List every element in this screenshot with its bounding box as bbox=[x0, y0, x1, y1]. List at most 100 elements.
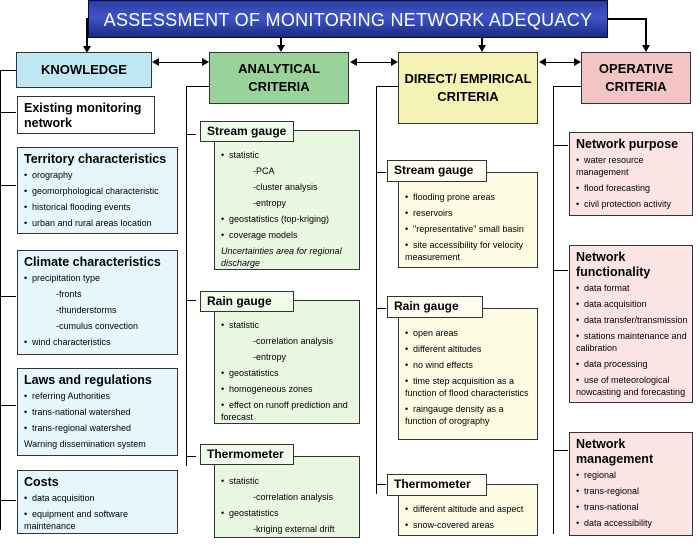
laws-title: Laws and regulations bbox=[24, 373, 152, 387]
analytical-stream-title: Stream gauge bbox=[200, 121, 294, 142]
list-item: •regional bbox=[576, 470, 617, 480]
operative-criteria-header: OPERATIVE CRITERIA bbox=[581, 52, 691, 104]
list-item: •civil protection activity bbox=[576, 199, 672, 209]
purpose-list: •water resource management •flood foreca… bbox=[570, 154, 692, 210]
list-item: •data acquisition bbox=[24, 493, 95, 503]
list-item: -entropy bbox=[253, 198, 287, 208]
list-item: •trans-regional watershed bbox=[24, 423, 132, 433]
costs-list: •data acquisition •equipment and softwar… bbox=[18, 492, 177, 532]
list-item: •water resource management bbox=[576, 155, 644, 177]
list-item: •data transfer/transmission bbox=[576, 315, 688, 325]
direct-empirical-criteria-header: DIRECT/ EMPIRICAL CRITERIA bbox=[398, 52, 538, 124]
management-list: •regional •trans-regional •trans-nationa… bbox=[570, 469, 692, 529]
list-item: •snow-covered areas bbox=[405, 520, 495, 530]
list-item: Uncertainties area for regional discharg… bbox=[221, 246, 342, 268]
costs-title: Costs bbox=[24, 475, 59, 489]
list-item: -correlation analysis bbox=[253, 336, 334, 346]
arrow-down-icon bbox=[83, 46, 91, 53]
list-item: •urban and rural areas location bbox=[24, 218, 152, 228]
functionality-title: Network functionality bbox=[576, 250, 651, 279]
connector bbox=[376, 86, 398, 87]
territory-title: Territory characteristics bbox=[24, 152, 167, 166]
connector bbox=[186, 300, 196, 301]
laws-list: •referring Authorities •trans-national w… bbox=[18, 390, 177, 450]
connector bbox=[186, 456, 196, 457]
list-item: •data format bbox=[576, 283, 630, 293]
list-item: -cumulus convection bbox=[56, 321, 139, 331]
connector bbox=[186, 134, 196, 135]
list-item: •statistic bbox=[221, 320, 260, 330]
analytical-rain-list: •statistic -correlation analysis -entrop… bbox=[215, 319, 359, 423]
connector bbox=[376, 86, 377, 494]
list-item: -entropy bbox=[253, 352, 287, 362]
analytical-stream-box: •statistic -PCA -cluster analysis -entro… bbox=[214, 130, 360, 270]
list-item: •orography bbox=[24, 170, 73, 180]
list-item: •different altitude and aspect bbox=[405, 504, 524, 514]
connector bbox=[280, 38, 282, 48]
list-item: •historical flooding events bbox=[24, 202, 131, 212]
direct-thermo-list: •different altitude and aspect •snow-cov… bbox=[399, 503, 537, 531]
list-item: -PCA bbox=[253, 166, 275, 176]
existing-network-label: Existing monitoring network bbox=[24, 101, 142, 130]
list-item: •trans-regional bbox=[576, 486, 640, 496]
list-item: •site accessibility for velocity measure… bbox=[405, 240, 524, 262]
list-item: •stations maintenance and calibration bbox=[576, 331, 687, 353]
management-box: Network management •regional •trans-regi… bbox=[569, 432, 693, 536]
functionality-list: •data format •data acquisition •data tra… bbox=[570, 282, 692, 398]
list-item: •effect on runoff prediction and forecas… bbox=[221, 400, 348, 422]
connector bbox=[481, 38, 483, 48]
functionality-box: Network functionality •data format •data… bbox=[569, 245, 693, 403]
list-item: •different altitudes bbox=[405, 344, 482, 354]
connector bbox=[186, 86, 209, 87]
list-item: •flood forecasting bbox=[576, 183, 651, 193]
list-item: •geostatistics bbox=[221, 508, 279, 518]
arrow-right-icon bbox=[391, 58, 398, 66]
list-item: Warning dissemination system bbox=[24, 439, 146, 449]
direct-rain-list: •open areas •different altitudes •no win… bbox=[399, 327, 537, 427]
list-item: •data acquisition bbox=[576, 299, 647, 309]
arrow-down-icon bbox=[478, 45, 486, 52]
connector bbox=[0, 70, 16, 71]
connector bbox=[553, 86, 554, 534]
connector bbox=[553, 270, 568, 271]
laws-box: Laws and regulations •referring Authorit… bbox=[17, 368, 178, 456]
analytical-rain-title: Rain gauge bbox=[200, 291, 294, 312]
direct-stream-box: •flooding prone areas •reservoirs •"repr… bbox=[398, 172, 538, 268]
list-item: •statistic bbox=[221, 150, 260, 160]
arrow-left-icon bbox=[350, 58, 357, 66]
connector bbox=[553, 86, 581, 87]
connector bbox=[553, 145, 568, 146]
list-item: •reservoirs bbox=[405, 208, 453, 218]
arrow-down-icon bbox=[277, 45, 285, 52]
connector bbox=[0, 70, 1, 530]
list-item: -fronts bbox=[56, 289, 82, 299]
list-item: •trans-national bbox=[576, 502, 639, 512]
connector bbox=[645, 18, 647, 48]
connector bbox=[0, 405, 16, 406]
connector bbox=[376, 308, 386, 309]
list-item: •equipment and software maintenance bbox=[24, 509, 129, 531]
list-item: -thunderstorms bbox=[56, 305, 117, 315]
connector bbox=[0, 500, 16, 501]
connector bbox=[86, 18, 88, 48]
connector bbox=[186, 86, 187, 466]
purpose-box: Network purpose •water resource manageme… bbox=[569, 132, 693, 216]
analytical-thermo-box: •statistic -correlation analysis •geosta… bbox=[214, 456, 360, 538]
list-item: •no wind effects bbox=[405, 360, 473, 370]
list-item: •geostatistics (top-kriging) bbox=[221, 214, 330, 224]
territory-list: •orography •geomorphological characteris… bbox=[18, 169, 177, 229]
list-item: •data accessibility bbox=[576, 518, 653, 528]
purpose-title: Network purpose bbox=[576, 137, 679, 151]
list-item: •"representative" small basin bbox=[405, 224, 524, 234]
list-item: •statistic bbox=[221, 476, 260, 486]
diagram-title: ASSESSMENT OF MONITORING NETWORK ADEQUAC… bbox=[88, 0, 608, 38]
analytical-criteria-header: ANALYTICAL CRITERIA bbox=[209, 52, 349, 104]
list-item: -correlation analysis bbox=[253, 492, 334, 502]
direct-rain-title: Rain gauge bbox=[387, 296, 483, 318]
analytical-thermo-list: •statistic -correlation analysis •geosta… bbox=[215, 475, 359, 535]
connector bbox=[0, 185, 16, 186]
list-item: •wind characteristics bbox=[24, 337, 111, 347]
costs-box: Costs •data acquisition •equipment and s… bbox=[17, 470, 178, 534]
analytical-rain-box: •statistic -correlation analysis -entrop… bbox=[214, 300, 360, 424]
territory-box: Territory characteristics •orography •ge… bbox=[17, 147, 178, 234]
